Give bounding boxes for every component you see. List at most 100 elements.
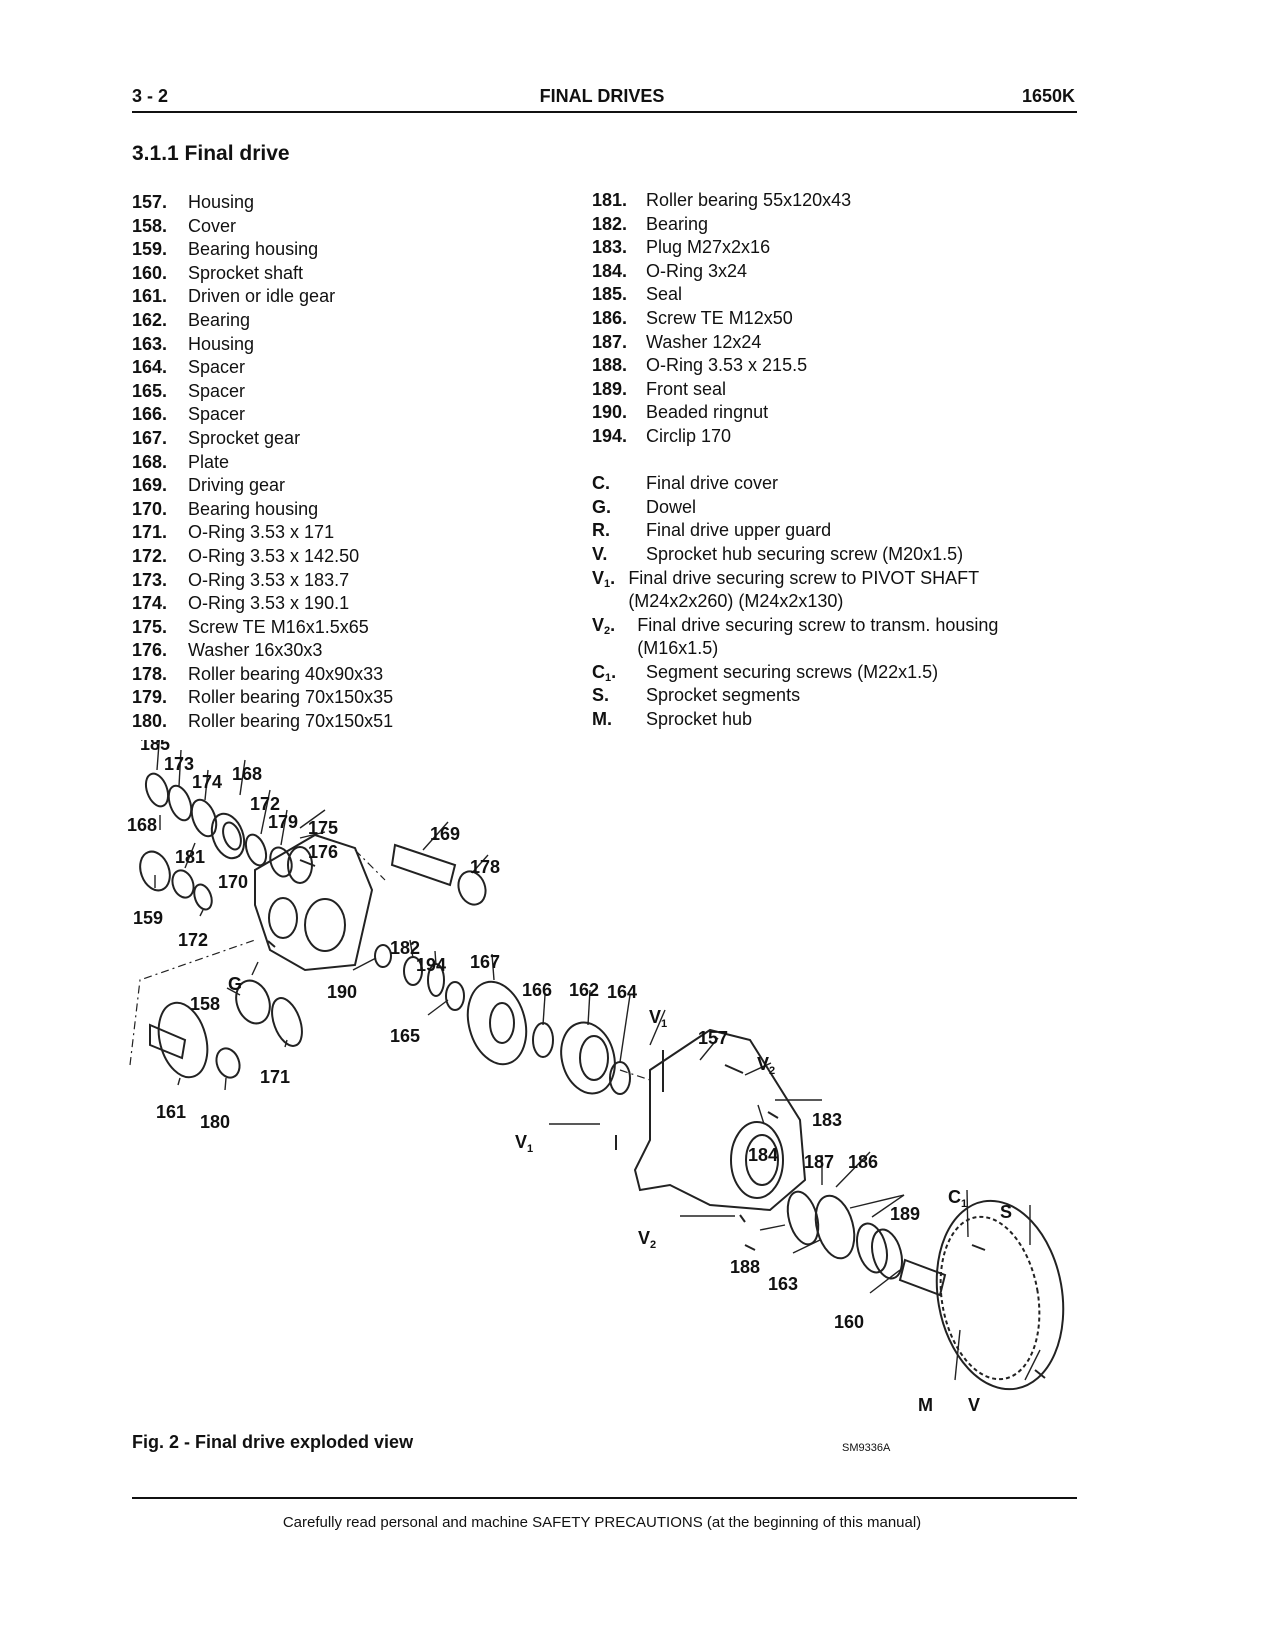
part-number: R. — [592, 520, 610, 541]
bearing-housing-159-shape — [139, 850, 171, 892]
sprocket-shaft-160-shape — [898, 1258, 947, 1297]
part-number: 184. — [592, 260, 628, 281]
part-description: Bearing — [646, 213, 709, 234]
part-description: Plate — [188, 451, 230, 472]
part-description: Spacer — [188, 380, 246, 401]
part-description: Sprocket hub — [646, 709, 753, 730]
callout-label: 183 — [812, 1110, 842, 1130]
bearing-178-shape — [457, 870, 487, 906]
callout-label: 159 — [133, 908, 163, 928]
parts-list-item: 166.Spacer — [132, 403, 393, 427]
callout-label: 172 — [250, 794, 280, 814]
part-description: Roller bearing 70x150x35 — [188, 687, 394, 708]
part-description: Dowel — [646, 496, 697, 517]
parts-list-item: R. Final drive upper guard — [592, 519, 1012, 543]
part-description: Washer 12x24 — [646, 331, 762, 352]
parts-list-item: 190.Beaded ringnut — [592, 401, 1012, 425]
part-number: 173. — [132, 569, 168, 590]
figure-code: SM9336A — [842, 1442, 891, 1454]
part-number: 166. — [132, 404, 168, 425]
parts-list-item: 175.Screw TE M16x1.5x65 — [132, 616, 393, 640]
part-description: Sprocket shaft — [188, 262, 304, 283]
parts-list-item: 186.Screw TE M12x50 — [592, 307, 1012, 331]
ringnut-190-shape — [374, 944, 392, 968]
callout-label: V2 — [757, 1054, 775, 1077]
sprocket-hub-shape — [939, 1215, 1041, 1381]
parts-list-item: 176.Washer 16x30x3 — [132, 639, 393, 663]
callout-label: 185 — [140, 740, 170, 754]
part-number: V2. — [592, 614, 616, 637]
part-description: O-Ring 3x24 — [646, 260, 748, 281]
part-number: 174. — [132, 593, 168, 614]
housing-157-shape — [633, 1028, 807, 1212]
callout-label: 165 — [390, 1026, 420, 1046]
housing-163-shape — [814, 1194, 856, 1260]
parts-list-item: 167.Sprocket gear — [132, 427, 393, 451]
part-number: 189. — [592, 378, 628, 399]
callout-label: G — [228, 974, 242, 994]
parts-list-item: 183. Plug M27x2x16 — [592, 236, 1012, 260]
callout-label: 171 — [260, 1067, 290, 1087]
part-number: S. — [592, 685, 610, 706]
parts-list-item: 168.Plate — [132, 451, 393, 475]
exploded-view-diagram: 1851731741681721791751761681811701591721… — [127, 740, 1065, 1415]
callout-label: 168 — [127, 815, 157, 835]
callout-label: 182 — [390, 938, 420, 958]
part-description: Plug M27x2x16 — [646, 237, 771, 258]
part-description: Final drive upper guard — [646, 520, 832, 541]
part-description: Sprocket hub securing screw (M20x1.5) — [646, 543, 964, 564]
parts-list-item: 179. Roller bearing 70x150x35 — [132, 686, 393, 710]
parts-list-item: 172.O-Ring 3.53 x 142.50 — [132, 545, 393, 569]
cover-plate-shape — [254, 833, 374, 972]
part-description: Final drive securing screw to transm. ho… — [637, 614, 999, 659]
part-description: O-Ring 3.53 x 171 — [188, 522, 335, 543]
part-number: 179. — [132, 687, 168, 708]
callout-label: 161 — [156, 1102, 186, 1122]
parts-list-item: S.Sprocket segments — [592, 684, 1012, 708]
part-number: 176. — [132, 640, 168, 661]
parts-list-item: 181.Roller bearing 55x120x43 — [592, 189, 1012, 213]
callout-label: 157 — [698, 1028, 728, 1048]
part-number: 157. — [132, 192, 168, 212]
part-number: 190. — [592, 402, 628, 423]
parts-list-item: 170.Bearing housing — [132, 498, 393, 522]
part-description: Driving gear — [188, 475, 286, 496]
part-description: Housing — [188, 333, 255, 354]
callout-label: 160 — [834, 1312, 864, 1332]
driven-gear-161-shape — [157, 1001, 209, 1079]
part-number: 178. — [132, 663, 168, 684]
part-number: 160. — [132, 262, 168, 283]
header-rule — [132, 111, 1077, 113]
part-description: O-Ring 3.53 x 190.1 — [188, 593, 350, 614]
part-number: C. — [592, 473, 610, 494]
part-number: 165. — [132, 380, 168, 401]
callout-label: 173 — [164, 754, 194, 774]
part-number: 167. — [132, 427, 168, 448]
part-number: 164. — [132, 357, 168, 378]
callout-label: 170 — [218, 872, 248, 892]
part-number: 183. — [592, 237, 628, 258]
part-number: 162. — [132, 309, 168, 330]
callout-label: 166 — [522, 980, 552, 1000]
part-number: M. — [592, 709, 612, 730]
part-description: Housing — [188, 192, 255, 212]
callout-label: 168 — [232, 764, 262, 784]
part-description: Roller bearing 70x150x51 — [188, 711, 394, 732]
part-description: O-Ring 3.53 x 183.7 — [188, 569, 350, 590]
callout-label: 164 — [607, 982, 637, 1002]
part-number: 181. — [592, 190, 628, 210]
callout-label: 187 — [804, 1152, 834, 1172]
callout-label: 163 — [768, 1274, 798, 1294]
part-description: Spacer — [188, 357, 246, 378]
part-number: 194. — [592, 425, 628, 446]
callout-label: 186 — [848, 1152, 878, 1172]
part-description: Bearing housing — [188, 239, 319, 260]
chapter-title: FINAL DRIVES — [539, 86, 665, 106]
callout-label: 172 — [178, 930, 208, 950]
callout-label: 158 — [190, 994, 220, 1014]
part-description: Seal — [646, 284, 683, 305]
callout-label: V — [968, 1395, 980, 1415]
bearing-181-shape — [171, 869, 195, 899]
